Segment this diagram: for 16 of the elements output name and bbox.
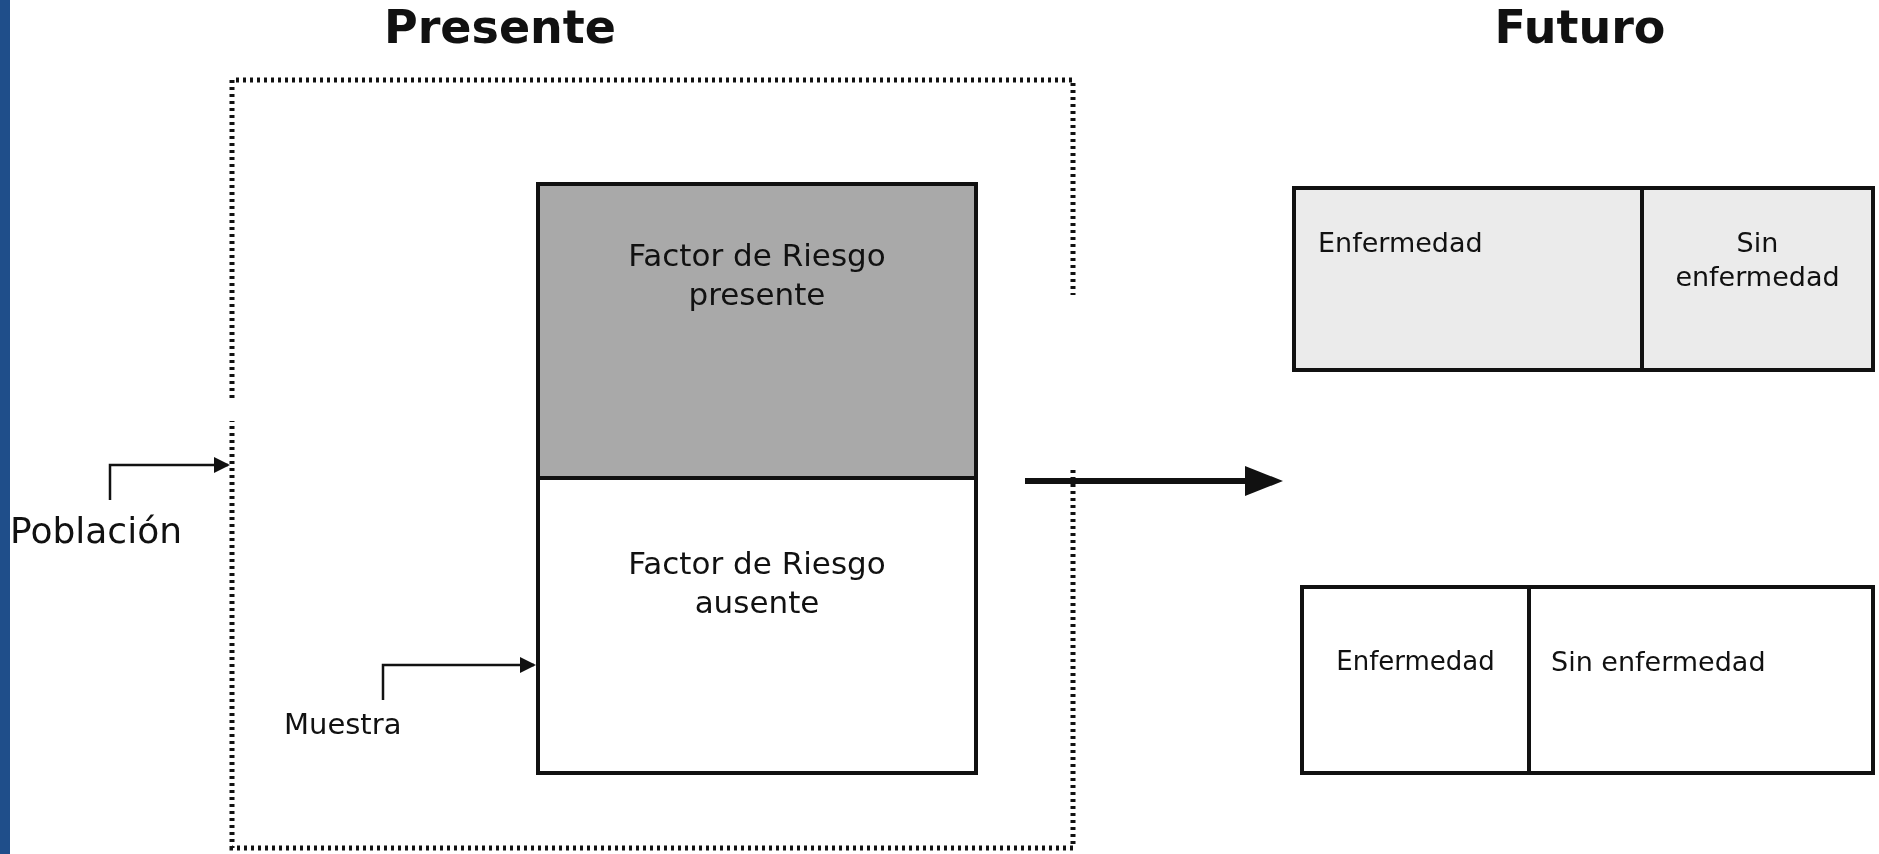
split-box (1300, 585, 1875, 775)
split-box (1292, 186, 1875, 372)
callout-label: Población (10, 509, 182, 551)
category-text: Sin enfermedad (1674, 226, 1841, 294)
category-text: Factor de Riesgo presente (627, 236, 887, 314)
category-panel (540, 186, 974, 476)
callout-arrow (381, 657, 536, 700)
category-text: Sin enfermedad (1551, 645, 1766, 679)
split-box (536, 182, 978, 775)
section-heading: Futuro (1493, 0, 1667, 54)
category-text: Enfermedad (1336, 645, 1495, 678)
callout-arrow (108, 457, 230, 500)
callout-label: Muestra (284, 707, 402, 741)
category-text: Factor de Riesgo ausente (627, 544, 887, 622)
section-heading: Presente (382, 0, 618, 54)
category-text: Enfermedad (1318, 226, 1483, 260)
